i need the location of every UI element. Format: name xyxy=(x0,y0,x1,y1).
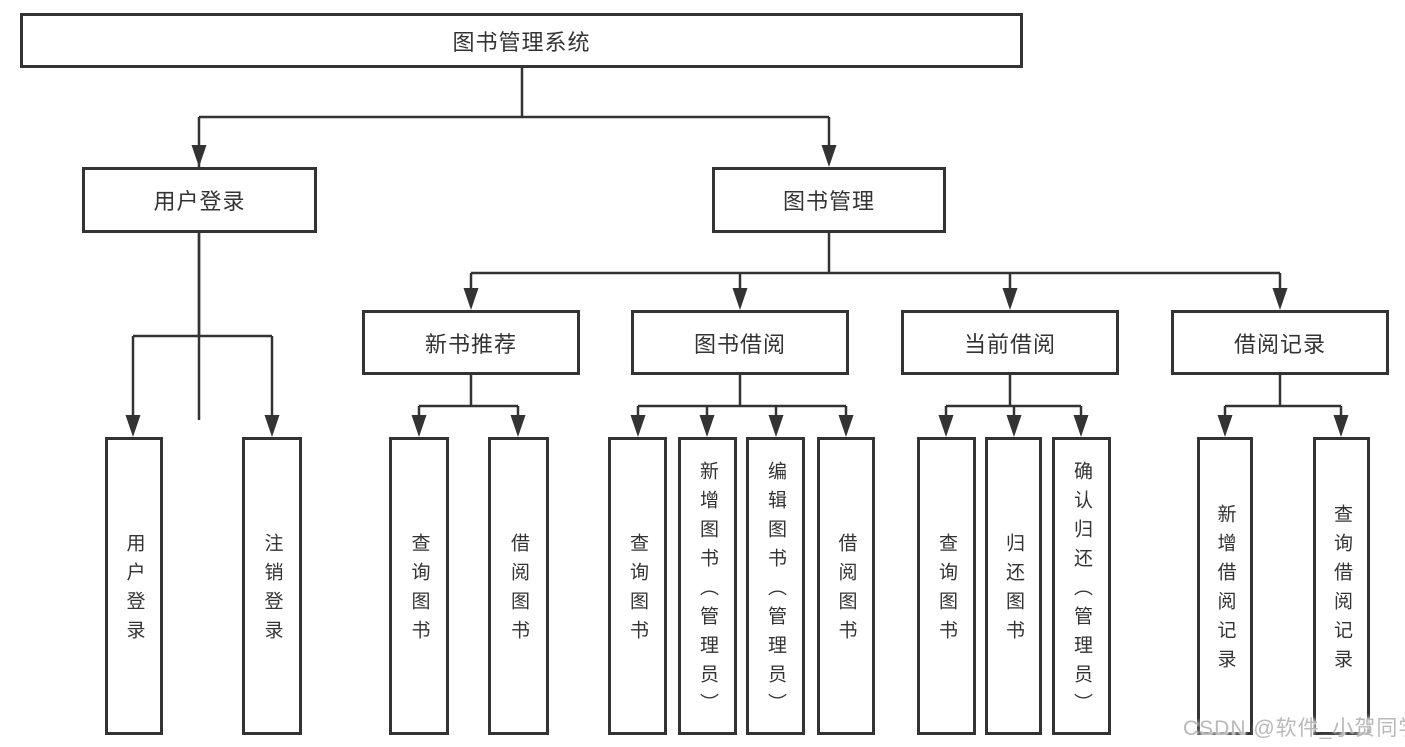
node-book-management-group: 图书管理 xyxy=(712,167,946,233)
node-label: 借阅记录 xyxy=(1233,331,1326,357)
arrowhead xyxy=(838,415,854,437)
node-label: 查询图书 xyxy=(936,533,957,649)
node-label: 新增借阅记录 xyxy=(1214,504,1236,678)
node-label: 确认归还（管理员） xyxy=(1071,460,1092,722)
node-leaf-query-borrow-record: 查询借阅记录 xyxy=(1313,437,1370,735)
arrowhead xyxy=(191,145,207,167)
node-leaf-add-borrow-record: 新增借阅记录 xyxy=(1197,437,1253,735)
node-label: 图书管理 xyxy=(782,189,875,214)
arrowhead xyxy=(732,288,748,310)
arrowheads xyxy=(125,145,1349,437)
arrowhead xyxy=(630,415,646,437)
node-label: 当前借阅 xyxy=(963,331,1056,357)
node-label: 图书借阅 xyxy=(693,331,786,357)
node-label: 借阅图书 xyxy=(508,533,529,649)
arrowhead xyxy=(768,415,784,437)
node-leaf-logout: 注销登录 xyxy=(242,437,302,735)
node-leaf-borrow-books-1: 借阅图书 xyxy=(488,437,549,735)
node-leaf-query-books-3: 查询图书 xyxy=(917,437,976,735)
node-label: 图书管理系统 xyxy=(452,29,591,55)
node-label: 编辑图书（管理员） xyxy=(765,460,786,722)
node-label: 用户登录 xyxy=(123,533,145,649)
node-label: 借阅图书 xyxy=(835,533,857,649)
node-leaf-borrow-books-2: 借阅图书 xyxy=(817,437,875,735)
node-leaf-query-books-2: 查询图书 xyxy=(608,437,667,735)
node-leaf-return-books: 归还图书 xyxy=(985,437,1042,735)
node-label: 注销登录 xyxy=(261,533,283,649)
arrowhead xyxy=(125,415,141,437)
arrowhead xyxy=(264,415,280,437)
node-label: 新书推荐 xyxy=(424,331,517,357)
node-label: 用户登录 xyxy=(153,189,246,214)
arrowhead xyxy=(1272,288,1288,310)
arrowhead xyxy=(1002,288,1018,310)
node-user-login-group: 用户登录 xyxy=(82,167,317,233)
node-current-borrowing: 当前借阅 xyxy=(901,310,1119,375)
node-leaf-user-login: 用户登录 xyxy=(105,437,163,735)
arrowhead xyxy=(699,415,715,437)
node-leaf-confirm-return-admin: 确认归还（管理员） xyxy=(1052,437,1111,735)
node-book-borrowing: 图书借阅 xyxy=(631,310,849,375)
node-leaf-query-books-1: 查询图书 xyxy=(389,437,449,735)
node-label: 查询借阅记录 xyxy=(1331,504,1352,678)
arrowhead xyxy=(510,415,526,437)
csdn-watermark: CSDN @软件_小贺同学 xyxy=(1183,717,1405,740)
arrowhead xyxy=(1073,415,1089,437)
arrowhead xyxy=(1217,415,1233,437)
node-label: 查询图书 xyxy=(627,533,648,649)
arrowhead xyxy=(938,415,954,437)
node-new-book-recommend: 新书推荐 xyxy=(362,310,580,375)
arrowhead xyxy=(1006,415,1022,437)
node-leaf-edit-books-admin: 编辑图书（管理员） xyxy=(746,437,805,735)
node-leaf-add-books-admin: 新增图书（管理员） xyxy=(678,437,737,735)
arrowhead xyxy=(1333,415,1349,437)
node-label: 新增图书（管理员） xyxy=(697,460,718,722)
node-label: 查询图书 xyxy=(408,533,430,649)
arrowhead xyxy=(463,288,479,310)
node-label: 归还图书 xyxy=(1003,533,1024,649)
node-borrowing-records: 借阅记录 xyxy=(1171,310,1389,375)
node-library-management-system: 图书管理系统 xyxy=(20,13,1023,68)
arrowhead xyxy=(821,145,837,167)
arrowhead xyxy=(411,415,427,437)
